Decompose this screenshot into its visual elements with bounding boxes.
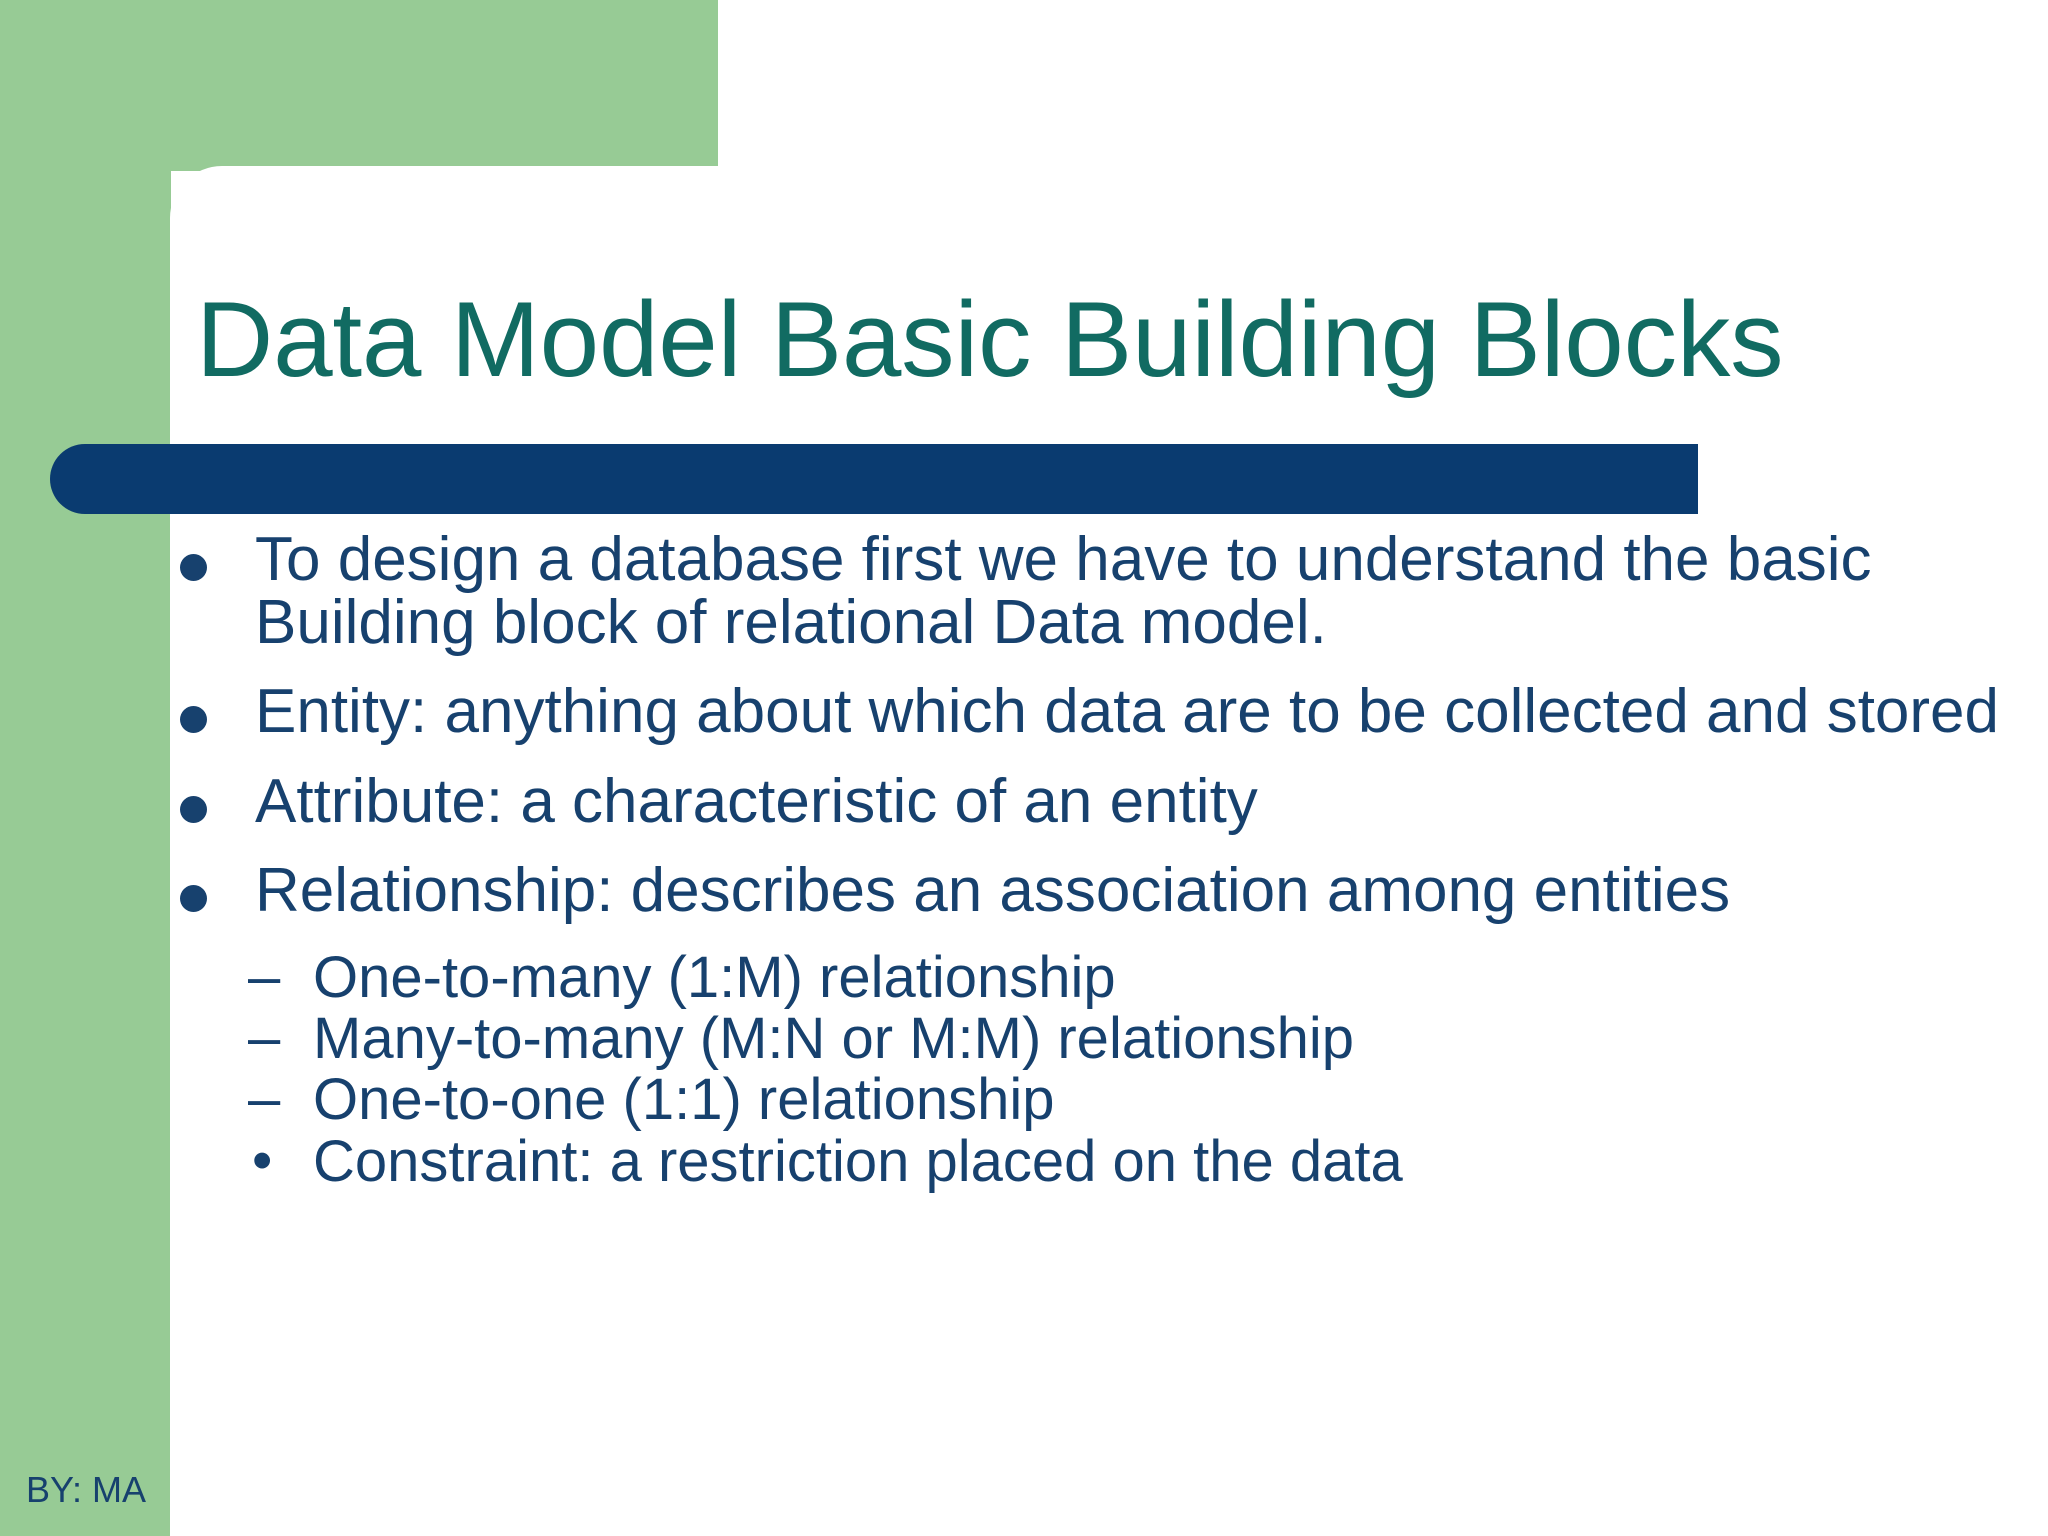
en-dash-bullet-icon: – <box>248 1005 281 1071</box>
en-dash-bullet-icon: – <box>248 944 281 1010</box>
small-bullet-icon: • <box>252 1127 273 1193</box>
sub-list-item: • Constraint: a restriction placed on th… <box>170 1127 2030 1194</box>
list-item-label: To design a database first we have to un… <box>255 525 1872 658</box>
list-item-label: Relationship: describes an association a… <box>255 855 1731 925</box>
sub-list-item: – One-to-many (1:M) relationship <box>170 944 2030 1011</box>
white-content-panel <box>170 166 2048 1536</box>
sub-list-item-label: Constraint: a restriction placed on the … <box>313 1128 1403 1194</box>
en-dash-bullet-icon: – <box>248 1066 281 1132</box>
list-item: To design a database first we have to un… <box>170 528 2030 654</box>
sub-list-item-label: Many-to-many (M:N or M:M) relationship <box>313 1006 1354 1072</box>
list-item-label: Attribute: a characteristic of an entity <box>255 766 1258 836</box>
round-bullet-icon <box>180 554 207 581</box>
bullet-list: To design a database first we have to un… <box>170 528 2030 1193</box>
green-left-sidebar-decoration <box>0 0 171 1536</box>
list-item: Relationship: describes an association a… <box>170 859 2030 922</box>
sub-list-item-label: One-to-one (1:1) relationship <box>313 1067 1055 1133</box>
page-title: Data Model Basic Building Blocks <box>196 279 1784 399</box>
sub-list-item: – One-to-one (1:1) relationship <box>170 1066 2030 1133</box>
author-credit: BY: MA <box>26 1469 147 1510</box>
list-item: Attribute: a characteristic of an entity <box>170 766 2030 836</box>
round-bullet-icon <box>180 706 207 734</box>
sub-list-item-label: One-to-many (1:M) relationship <box>313 945 1116 1011</box>
round-bullet-icon <box>180 795 207 823</box>
list-item: Entity: anything about which data are to… <box>170 677 2030 747</box>
round-bullet-icon <box>180 884 207 912</box>
title-underline-bar <box>50 444 1698 514</box>
sub-list-item: – Many-to-many (M:N or M:M) relationship <box>170 1005 2030 1072</box>
list-item-label: Entity: anything about which data are to… <box>255 677 2000 747</box>
